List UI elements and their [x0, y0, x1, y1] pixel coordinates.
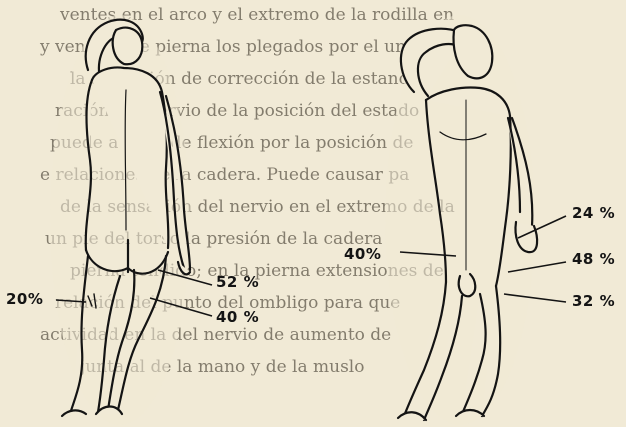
- front-left-label: 40%: [344, 245, 381, 263]
- back-right-lower-label: 40 %: [216, 308, 259, 326]
- front-right-top-label: 24 %: [572, 204, 615, 222]
- back-right-upper-label: 52 %: [216, 273, 259, 291]
- front-right-bottom-label: 32 %: [572, 292, 615, 310]
- back-left-label: 20%: [6, 290, 43, 308]
- front-right-middle-label: 48 %: [572, 250, 615, 268]
